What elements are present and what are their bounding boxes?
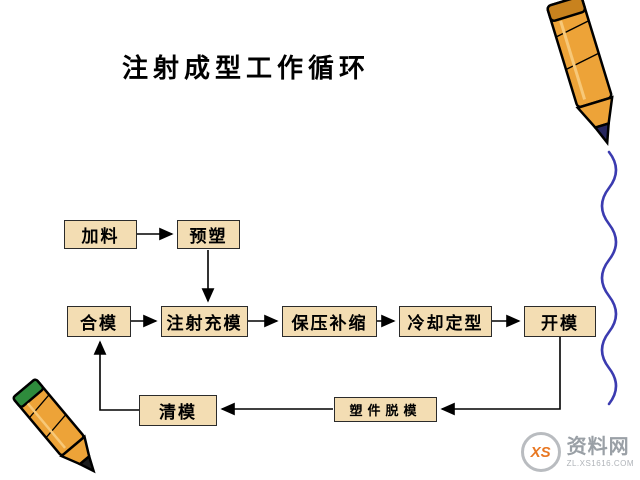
- flow-node-feed: 加料: [64, 220, 137, 249]
- crayon-top-right-icon: [546, 0, 614, 146]
- watermark-site-url: ZL.XS1616.COM: [566, 458, 634, 468]
- watermark: XS 资料网 ZL.XS1616.COM: [520, 432, 634, 472]
- crayon-bottom-left-icon: [12, 378, 96, 474]
- flow-node-clean: 清模: [139, 395, 217, 426]
- flow-node-clamp: 合模: [67, 306, 131, 337]
- watermark-logo-icon: XS: [520, 432, 561, 472]
- flow-arrows: [93, 227, 561, 416]
- watermark-site-name: 资料网: [566, 435, 630, 458]
- flow-node-inject: 注射充模: [161, 306, 248, 337]
- wavy-line: [600, 150, 618, 406]
- slide-title: 注射成型工作循环: [122, 54, 371, 83]
- flow-node-hold: 保压补缩: [282, 306, 377, 337]
- flow-node-cool: 冷却定型: [399, 306, 492, 337]
- flow-node-eject: 塑件脱模: [334, 397, 437, 422]
- flow-node-preplast: 预塑: [177, 220, 240, 249]
- flow-node-open: 开模: [524, 306, 596, 337]
